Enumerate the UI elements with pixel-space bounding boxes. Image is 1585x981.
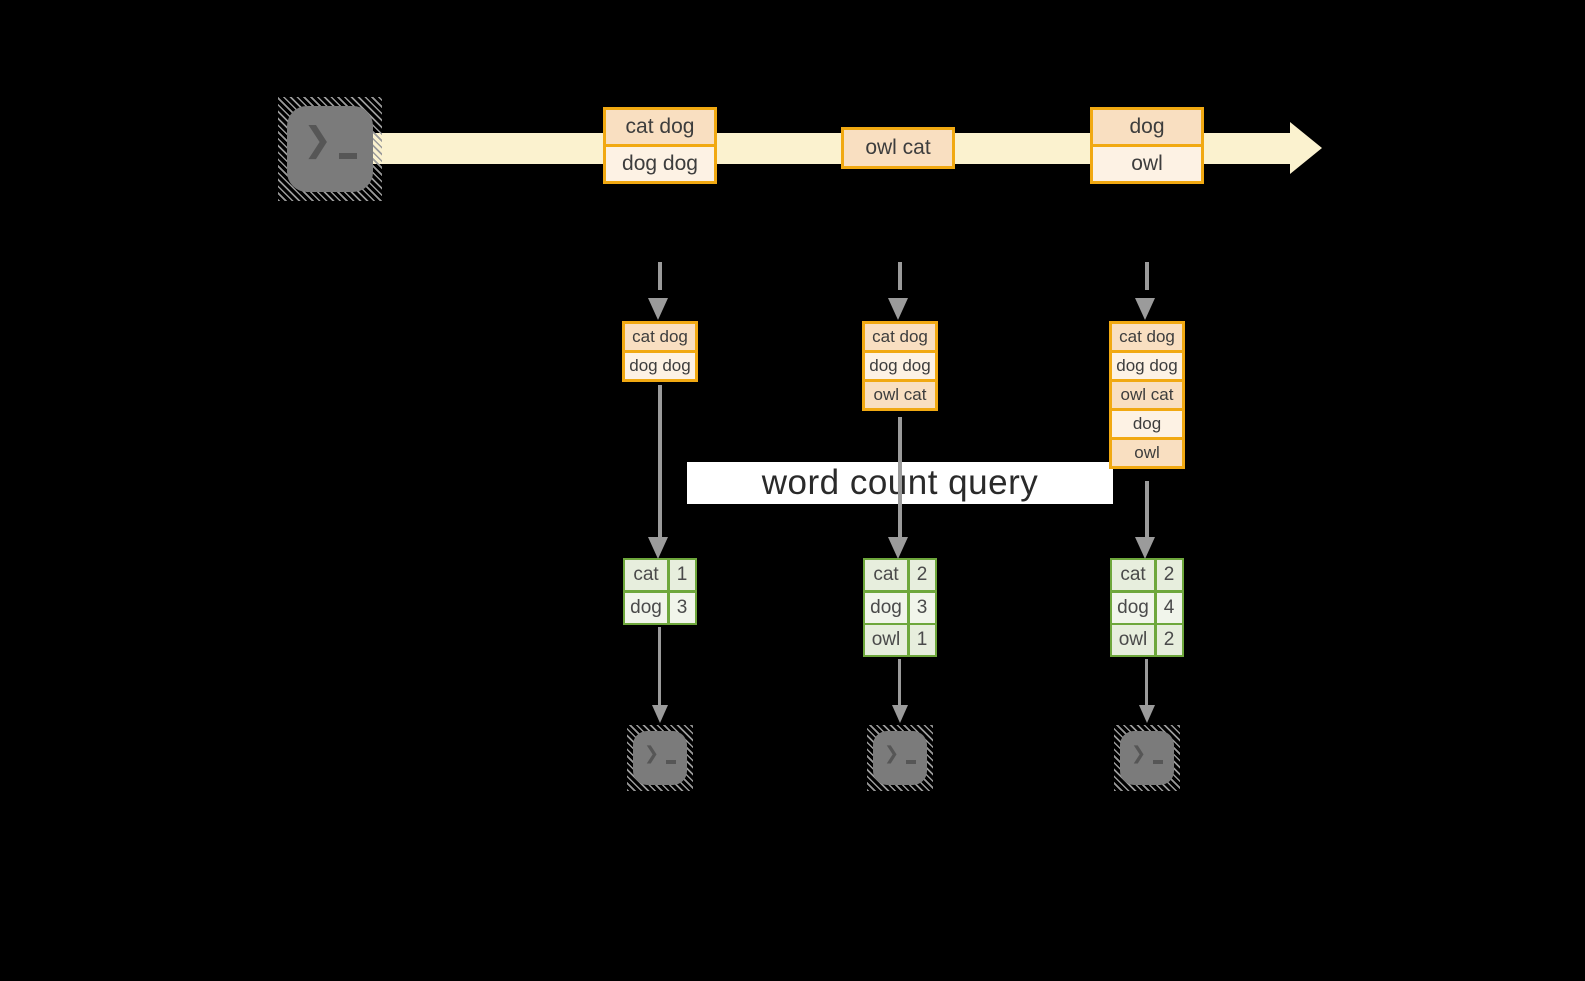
stream-message-box: owl cat <box>841 127 955 169</box>
stream-message: owl cat <box>841 127 955 169</box>
stream-message-box: cat dog dog dog <box>603 107 717 184</box>
table-count-cell: 2 <box>1156 560 1182 590</box>
table-count-cell: 3 <box>909 592 935 623</box>
table-word-cell: dog <box>1112 592 1154 623</box>
arrow-line <box>1145 659 1148 706</box>
stream-message: owl <box>1090 144 1204 184</box>
terminal-prompt-icon: ❯ <box>883 742 900 763</box>
table-word-cell: cat <box>625 560 667 590</box>
table-count-cell: 3 <box>669 592 695 623</box>
arrow-head-icon <box>1139 705 1155 723</box>
state-item: cat dog <box>862 321 938 353</box>
terminal-cursor-icon <box>1153 760 1164 764</box>
terminal-prompt-icon: ❯ <box>303 121 332 159</box>
table-count-cell: 1 <box>669 560 695 590</box>
output-terminal-icon: ❯ <box>627 725 693 791</box>
table-word-cell: owl <box>1112 625 1154 655</box>
table-word-cell: dog <box>625 592 667 623</box>
stream-message-box: dog owl <box>1090 107 1204 184</box>
arrow-head-icon <box>888 537 908 559</box>
arrow-head-icon <box>1135 298 1155 320</box>
state-box: cat dog dog dog owl cat <box>862 321 938 411</box>
arrow-line <box>658 385 662 538</box>
state-item: dog dog <box>1109 350 1185 382</box>
table-count-cell: 2 <box>909 560 935 590</box>
terminal-screen: ❯ <box>633 731 687 785</box>
state-item: owl cat <box>1109 379 1185 411</box>
table-word-cell: cat <box>865 560 907 590</box>
dashed-arrow-line <box>898 262 902 290</box>
state-item: dog dog <box>622 350 698 382</box>
arrow-head-icon <box>1135 537 1155 559</box>
terminal-cursor-icon <box>906 760 917 764</box>
word-count-table: cat 2 dog 4 owl 2 <box>1110 558 1184 657</box>
arrow-head-icon <box>888 298 908 320</box>
state-box: cat dog dog dog owl cat dog owl <box>1109 321 1185 469</box>
arrow-head-icon <box>652 705 668 723</box>
output-terminal-icon: ❯ <box>867 725 933 791</box>
table-word-cell: cat <box>1112 560 1154 590</box>
arrow-line <box>898 659 901 706</box>
table-count-cell: 1 <box>909 625 935 655</box>
arrow-line <box>1145 481 1149 538</box>
stream-message: cat dog <box>603 107 717 147</box>
state-item: dog dog <box>862 350 938 382</box>
word-count-table: cat 2 dog 3 owl 1 <box>863 558 937 657</box>
arrow-line <box>658 627 661 706</box>
table-word-cell: dog <box>865 592 907 623</box>
state-item: cat dog <box>1109 321 1185 353</box>
output-terminal-icon: ❯ <box>1114 725 1180 791</box>
terminal-prompt-icon: ❯ <box>1130 742 1147 763</box>
terminal-cursor-icon <box>666 760 677 764</box>
word-count-table: cat 1 dog 3 <box>623 558 697 625</box>
terminal-screen: ❯ <box>873 731 927 785</box>
table-count-cell: 2 <box>1156 625 1182 655</box>
stream-message: dog <box>1090 107 1204 147</box>
state-item: cat dog <box>622 321 698 353</box>
terminal-screen: ❯ <box>1120 731 1174 785</box>
table-count-cell: 4 <box>1156 592 1182 623</box>
arrow-head-icon <box>892 705 908 723</box>
terminal-prompt-icon: ❯ <box>643 742 660 763</box>
state-box: cat dog dog dog <box>622 321 698 382</box>
dashed-arrow-line <box>1145 262 1149 290</box>
arrow-head-icon <box>648 298 668 320</box>
state-item: owl cat <box>862 379 938 411</box>
arrow-head-icon <box>648 537 668 559</box>
table-word-cell: owl <box>865 625 907 655</box>
state-item: dog <box>1109 408 1185 440</box>
stream-message: dog dog <box>603 144 717 184</box>
state-item: owl <box>1109 437 1185 469</box>
terminal-screen: ❯ <box>287 106 373 192</box>
dashed-arrow-line <box>658 262 662 290</box>
source-terminal-icon: ❯ <box>278 97 382 201</box>
arrow-line <box>898 417 902 538</box>
terminal-cursor-icon <box>338 153 357 159</box>
